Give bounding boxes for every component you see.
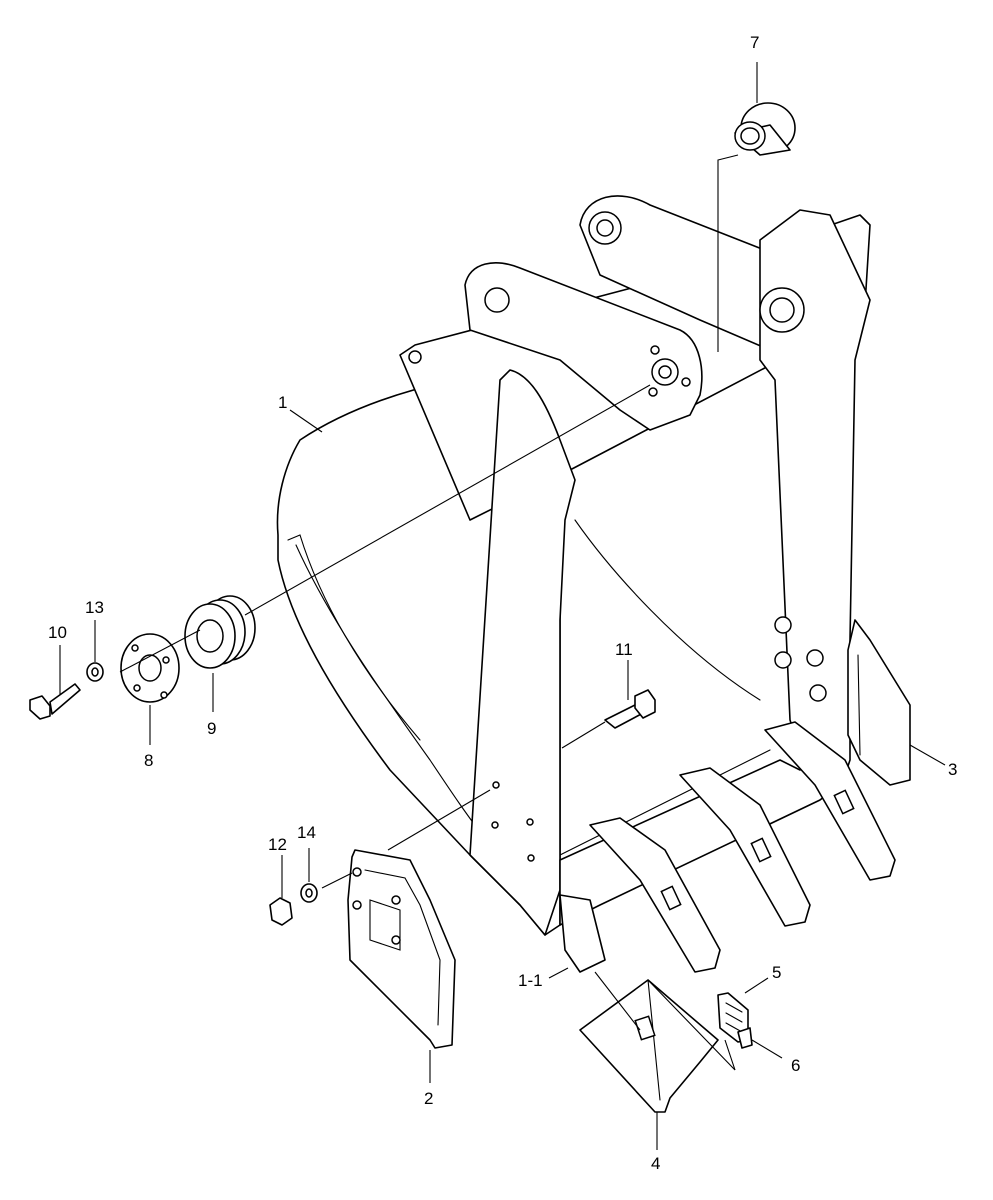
callout-1-1: 1-1 — [518, 971, 543, 990]
washer-14 — [300, 883, 318, 903]
bushing — [734, 102, 796, 156]
callout-6: 6 — [791, 1056, 800, 1075]
tooth-pin-and-lock — [717, 992, 753, 1049]
callout-2: 2 — [424, 1089, 433, 1108]
bolt — [29, 683, 81, 720]
callout-14: 14 — [297, 823, 316, 842]
right-side-cutter — [847, 619, 911, 786]
side-cutter-plate — [347, 849, 456, 1049]
callout-1: 1 — [278, 393, 287, 412]
nut-12 — [269, 897, 293, 926]
callout-12: 12 — [268, 835, 287, 854]
installed-teeth — [559, 721, 896, 973]
spacer-collar — [184, 595, 256, 669]
shim-washer — [120, 633, 180, 703]
callout-7: 7 — [750, 33, 759, 52]
washer-13 — [86, 662, 104, 682]
leader-lines — [59, 62, 946, 1150]
callout-9: 9 — [207, 719, 216, 738]
callout-10: 10 — [48, 623, 67, 642]
callout-labels: 7 1 10 13 8 9 11 3 12 14 1-1 5 6 2 4 — [48, 33, 957, 1173]
tooth-exploded — [579, 979, 719, 1113]
bucket-body — [276, 195, 871, 936]
callout-11: 11 — [615, 640, 633, 659]
bolt-11 — [604, 689, 656, 729]
callout-5: 5 — [772, 963, 781, 982]
callout-13: 13 — [85, 598, 104, 617]
callout-8: 8 — [144, 751, 153, 770]
callout-4: 4 — [651, 1154, 660, 1173]
callout-3: 3 — [948, 760, 957, 779]
